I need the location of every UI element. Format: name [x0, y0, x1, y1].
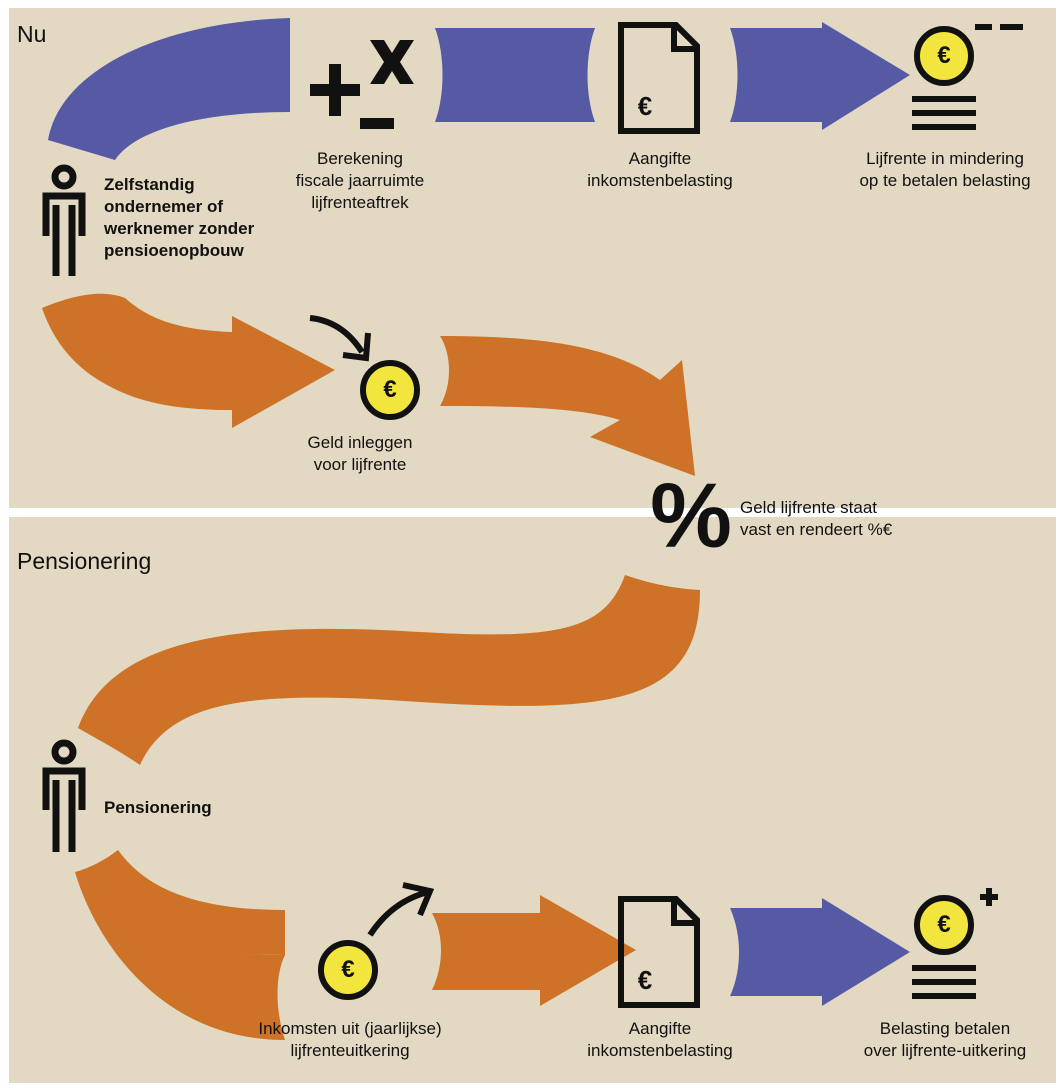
person-icon	[42, 739, 86, 852]
euro-coin-icon	[360, 360, 420, 420]
blue-arrow-bottom	[730, 898, 910, 1006]
orange-lower-curve-2	[75, 872, 285, 1040]
retirement-section-title: Pensionering	[17, 548, 152, 574]
euro-coin-icon	[318, 940, 378, 1000]
percent-icon: %	[650, 465, 732, 567]
now-section-title: Nu	[17, 21, 47, 47]
blue-band-1	[435, 28, 595, 122]
euro-glyph-income: €	[341, 956, 355, 983]
orange-arrow-percent	[440, 336, 695, 476]
person-icon	[42, 164, 86, 276]
euro-glyph-coin-plus: €	[937, 911, 951, 938]
calc-label: Berekening fiscale jaarruimte lijfrentea…	[295, 149, 425, 212]
arrow-up-right-icon	[367, 882, 435, 937]
deduction-label: Lijfrente in mindering op te betalen bel…	[859, 149, 1031, 190]
euro-glyph-coin-minus: €	[937, 42, 951, 69]
orange-arrow-bottom	[432, 895, 636, 1006]
fixed-label: Geld lijfrente staat vast en rendeert %€	[740, 498, 893, 539]
income-label: Inkomsten uit (jaarlijkse) lijfrenteuitk…	[258, 1019, 442, 1060]
pay-tax-label: Belasting betalen over lijfrente-uitkeri…	[863, 1019, 1027, 1060]
coin-stack-minus-icon	[912, 24, 1023, 130]
tax-return-label-bottom: Aangifte inkomstenbelasting	[587, 1019, 733, 1060]
euro-glyph-deposit: €	[383, 376, 397, 403]
calculator-symbols-icon	[310, 40, 414, 129]
orange-s-curve	[78, 575, 700, 765]
arrow-down-right-icon	[309, 315, 371, 362]
document-euro-icon	[618, 896, 700, 1008]
now-person-label: Zelfstandig ondernemer of werknemer zond…	[104, 175, 255, 260]
coin-stack-plus-icon	[912, 888, 998, 999]
deposit-label: Geld inleggen voor lijfrente	[307, 433, 413, 474]
tax-return-label-top: Aangifte inkomstenbelasting	[587, 149, 733, 190]
orange-lower-curve	[75, 850, 285, 955]
retirement-person-label: Pensionering	[104, 798, 212, 817]
document-euro-icon	[618, 22, 700, 134]
blue-curve-arrow	[48, 18, 290, 160]
euro-glyph-doc-top: €	[637, 91, 653, 121]
orange-curve-fill	[42, 293, 232, 410]
euro-glyph-doc-bottom: €	[637, 965, 653, 995]
blue-arrow-2	[730, 22, 910, 130]
